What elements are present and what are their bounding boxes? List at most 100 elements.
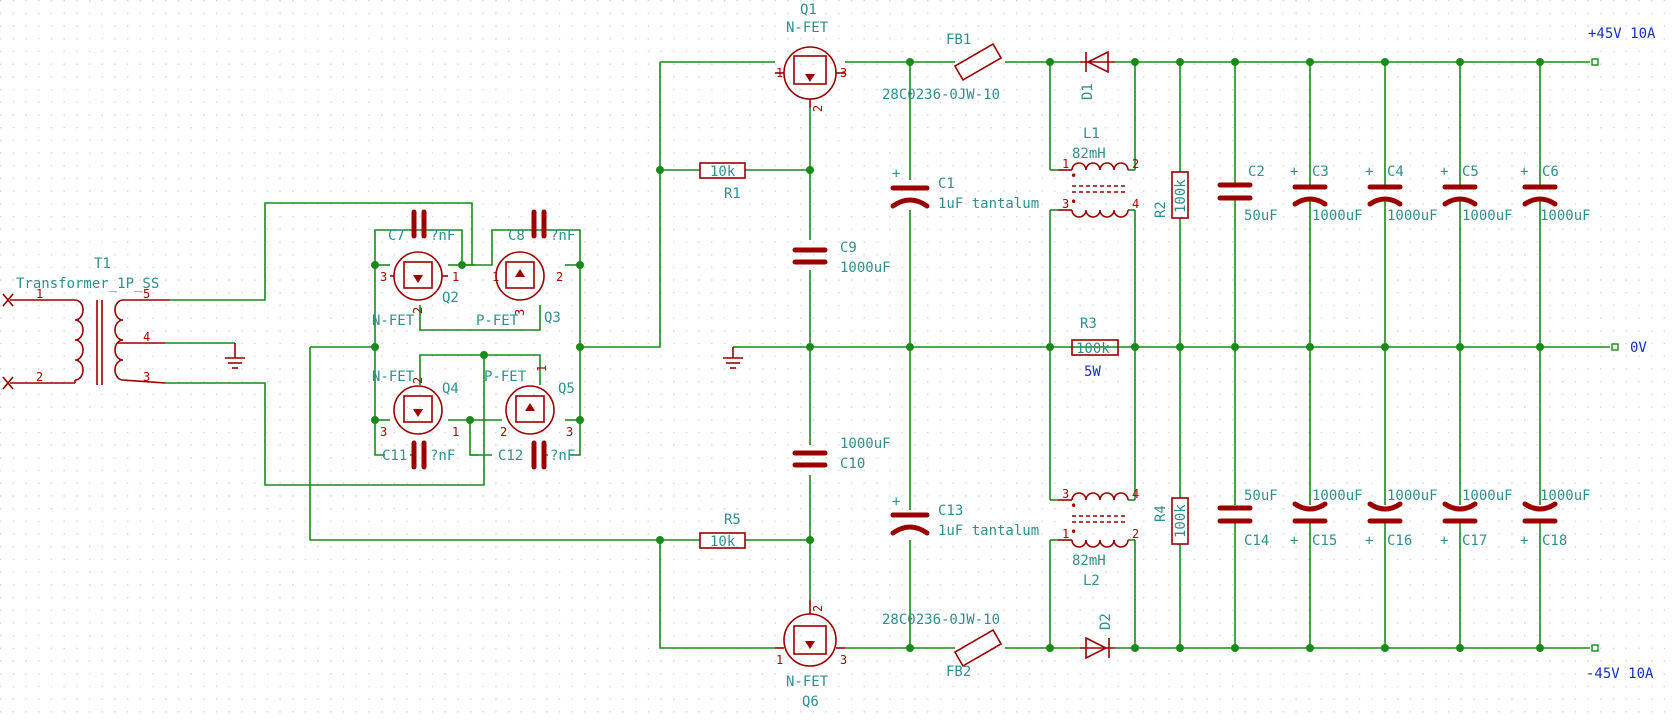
- c10-value: 1000uF: [840, 436, 891, 452]
- l2-value: 82mH: [1072, 553, 1106, 569]
- q2-pin-1: 1: [452, 270, 459, 284]
- q3-ref: Q3: [544, 310, 561, 326]
- q2-ref: Q2: [442, 290, 459, 306]
- c11-ref: C11: [382, 448, 407, 464]
- inductor-l2[interactable]: 3 4 1 2 • • 82mH L2: [1058, 487, 1139, 589]
- q1-pin-1: 1: [776, 66, 783, 80]
- capacitor-c5[interactable]: + C5 1000uF: [1440, 164, 1513, 224]
- capacitor-c11[interactable]: C11 ?nF: [382, 440, 455, 470]
- resistor-r4[interactable]: 100k R4: [1153, 497, 1189, 545]
- capacitor-c10[interactable]: 1000uF C10: [792, 436, 891, 472]
- q1-pin-3: 3: [840, 66, 847, 80]
- c1-value: 1uF tantalum: [938, 196, 1039, 212]
- c6-ref: C6: [1542, 164, 1559, 180]
- c1-plus-sign: +: [892, 166, 900, 182]
- l1-ref: L1: [1083, 126, 1100, 142]
- r5-ref: R5: [724, 512, 741, 528]
- capacitor-c6[interactable]: + C6 1000uF: [1520, 164, 1591, 224]
- q6-pin-3: 3: [840, 653, 847, 667]
- mosfet-q2[interactable]: 3 1 2 Q2 N-FET: [372, 251, 459, 329]
- capacitor-c7[interactable]: C7 ?nF: [388, 209, 455, 244]
- l1-pin-4: 4: [1132, 197, 1139, 211]
- capacitor-c4[interactable]: + C4 1000uF: [1365, 164, 1438, 224]
- capacitor-c9[interactable]: C9 1000uF: [792, 240, 891, 276]
- diode-d1[interactable]: D1: [1080, 50, 1115, 100]
- c16-value: 1000uF: [1387, 488, 1438, 504]
- t1-pin-5: 5: [143, 287, 150, 301]
- r1-ref: R1: [724, 186, 741, 202]
- q3-pin-1: 1: [492, 270, 499, 284]
- mosfet-q3[interactable]: 1 2 3 Q3 P-FET: [476, 251, 563, 329]
- r3-ref: R3: [1080, 316, 1097, 332]
- t1-pin-1: 1: [36, 287, 43, 301]
- capacitor-c18[interactable]: 1000uF + C18: [1520, 488, 1591, 549]
- resistor-r2[interactable]: 100k R2: [1153, 171, 1189, 219]
- l2-dot-3: •: [1070, 499, 1077, 513]
- c4-ref: C4: [1387, 164, 1404, 180]
- c3-ref: C3: [1312, 164, 1329, 180]
- l2-pin-2: 2: [1132, 527, 1139, 541]
- resistor-r5[interactable]: R5 10k: [699, 512, 746, 550]
- resistor-r3[interactable]: R3 100k 5W: [1071, 316, 1119, 380]
- transformer-t1[interactable]: T1 Transformer_1P_SS 1 2 5 4 3: [2, 256, 170, 390]
- q3-type: P-FET: [476, 313, 519, 329]
- diode-d2[interactable]: D2: [1080, 613, 1115, 660]
- c1-ref: C1: [938, 176, 955, 192]
- c3-value: 1000uF: [1312, 208, 1363, 224]
- output-zero-label: 0V: [1630, 340, 1647, 356]
- c11-value: ?nF: [430, 448, 455, 464]
- capacitor-c12[interactable]: C12 ?nF: [498, 440, 575, 470]
- l2-pin-3: 3: [1062, 487, 1069, 501]
- mosfet-q5[interactable]: 2 3 1 Q5 P-FET: [484, 365, 575, 439]
- ferrite-bead-fb2[interactable]: 28C0236-0JW-10 FB2: [882, 612, 1003, 680]
- q2-pin-2: 2: [411, 307, 425, 314]
- capacitor-c1[interactable]: + C1 1uF tantalum: [890, 166, 1039, 212]
- ground-icon: [225, 343, 245, 369]
- capacitor-c16[interactable]: 1000uF + C16: [1365, 488, 1438, 549]
- t1-pin-4: 4: [143, 330, 150, 344]
- q1-ref: Q1: [800, 2, 817, 18]
- fb1-ref: FB1: [946, 32, 971, 48]
- l1-pin-2: 2: [1132, 157, 1139, 171]
- fb2-value: 28C0236-0JW-10: [882, 612, 1000, 628]
- wires: [165, 61, 1610, 649]
- capacitor-c2[interactable]: C2 50uF: [1217, 164, 1278, 224]
- capacitor-c14[interactable]: 50uF C14: [1217, 488, 1278, 549]
- mosfet-q6[interactable]: 1 3 2 N-FET Q6: [775, 600, 847, 710]
- q5-pin-2: 2: [500, 425, 507, 439]
- r3-value: 100k: [1076, 341, 1110, 357]
- c2-ref: C2: [1248, 164, 1265, 180]
- l2-ref: L2: [1083, 573, 1100, 589]
- c7-value: ?nF: [430, 228, 455, 244]
- capacitor-c3[interactable]: + C3 1000uF: [1290, 164, 1363, 224]
- q1-pin-2: 2: [811, 105, 825, 112]
- inductor-l1[interactable]: L1 82mH 1 2 3 4 • •: [1058, 126, 1139, 218]
- capacitor-c13[interactable]: + C13 1uF tantalum: [890, 494, 1039, 539]
- l1-dot-3: •: [1070, 195, 1077, 209]
- q5-pin-1: 1: [535, 365, 549, 372]
- no-connect-icon: [2, 376, 14, 390]
- t1-ref: T1: [94, 256, 111, 272]
- capacitor-c15[interactable]: 1000uF + C15: [1290, 488, 1363, 549]
- mosfet-q4[interactable]: 3 1 2 Q4 N-FET: [372, 369, 459, 439]
- t1-pin-2: 2: [36, 370, 43, 384]
- capacitor-c8[interactable]: C8 ?nF: [508, 209, 575, 244]
- c17-ref: C17: [1462, 533, 1487, 549]
- mosfet-q1[interactable]: Q1 N-FET 1 3 2: [775, 2, 847, 112]
- l1-pin-1: 1: [1062, 157, 1069, 171]
- output-negative[interactable]: -45V 10A: [1586, 644, 1654, 682]
- c6-plus-sign: +: [1520, 164, 1528, 180]
- q6-ref: Q6: [802, 694, 819, 710]
- c13-plus-sign: +: [892, 494, 900, 510]
- q4-type: N-FET: [372, 369, 415, 385]
- c14-value: 50uF: [1244, 488, 1278, 504]
- l2-pin-4: 4: [1132, 487, 1139, 501]
- capacitor-c17[interactable]: 1000uF + C17: [1440, 488, 1513, 549]
- ferrite-bead-fb1[interactable]: FB1 28C0236-0JW-10: [882, 32, 1003, 103]
- output-positive[interactable]: +45V 10A: [1588, 26, 1656, 66]
- resistor-r1[interactable]: 10k R1: [699, 162, 746, 202]
- c8-ref: C8: [508, 228, 525, 244]
- q5-ref: Q5: [558, 381, 575, 397]
- output-zero[interactable]: 0V: [1611, 340, 1647, 356]
